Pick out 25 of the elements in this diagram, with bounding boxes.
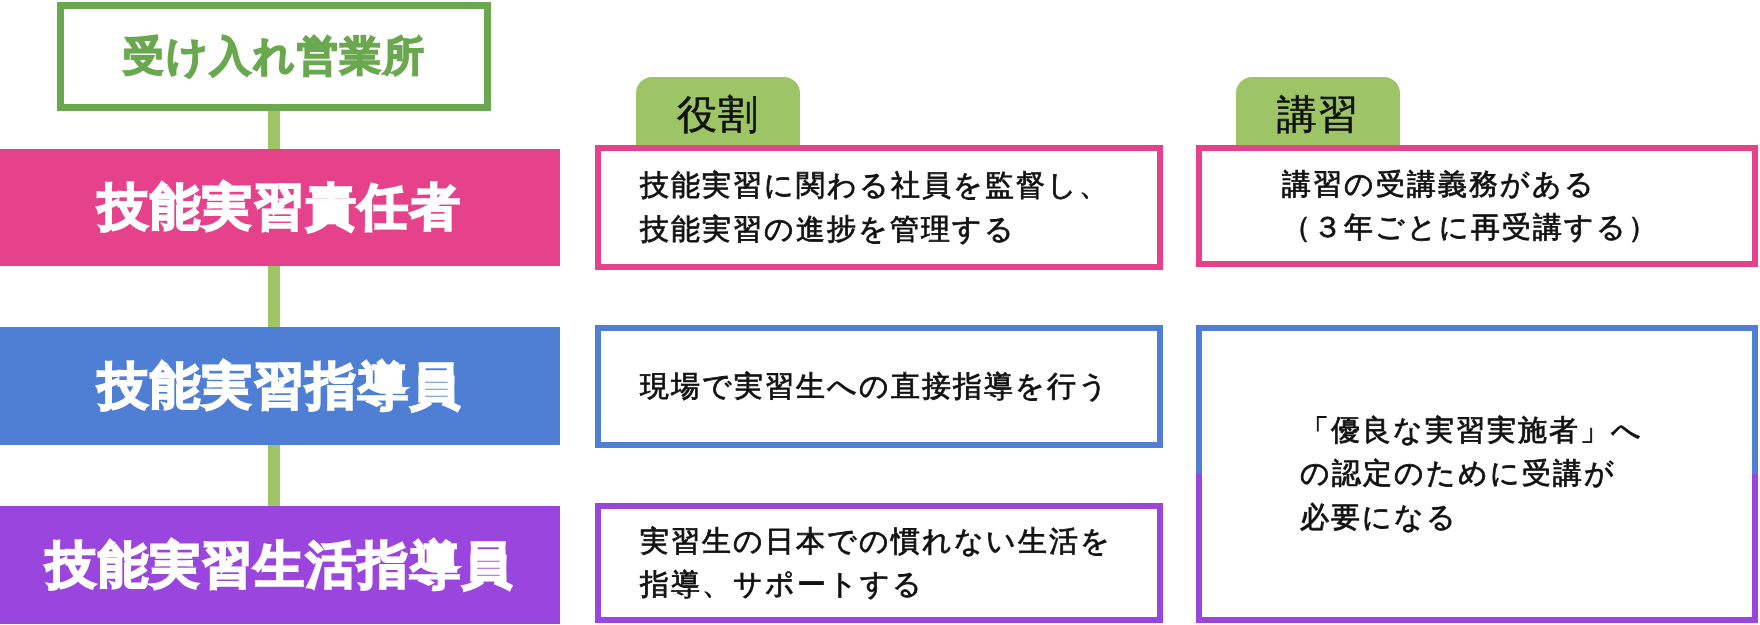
description-box xyxy=(595,145,1163,270)
connector-line xyxy=(268,445,280,506)
connector-line xyxy=(268,266,280,327)
description-text: 実習生の日本での慣れない生活を指導、サポートする xyxy=(640,522,1113,603)
description-box xyxy=(1196,145,1758,267)
role-title: 技能実習責任者 xyxy=(98,177,462,238)
description-box xyxy=(1196,325,1758,623)
description-text: 現場で実習生への直接指導を行う xyxy=(640,367,1111,405)
tab-label: 役割 xyxy=(677,89,759,139)
column-tab xyxy=(636,77,800,145)
description-text: 講習の受講義務がある（３年ごとに再受講する） xyxy=(1282,165,1660,246)
column-tab xyxy=(1236,77,1400,145)
description-text: 「優良な実習実施者」への認定のために受講が必要になる xyxy=(1300,411,1644,536)
description-box xyxy=(595,325,1163,448)
office-box xyxy=(57,2,491,111)
description-text: 技能実習に関わる社員を監督し、技能実習の進捗を管理する xyxy=(640,167,1111,248)
connector-line xyxy=(268,111,280,149)
office-name: 受け入れ営業所 xyxy=(122,31,426,82)
role-title: 技能実習指導員 xyxy=(98,355,462,417)
role-bar xyxy=(0,506,560,624)
tab-label: 講習 xyxy=(1277,89,1359,139)
role-title: 技能実習生活指導員 xyxy=(46,534,514,596)
role-bar xyxy=(0,149,560,266)
description-box xyxy=(595,503,1163,623)
role-bar xyxy=(0,327,560,445)
